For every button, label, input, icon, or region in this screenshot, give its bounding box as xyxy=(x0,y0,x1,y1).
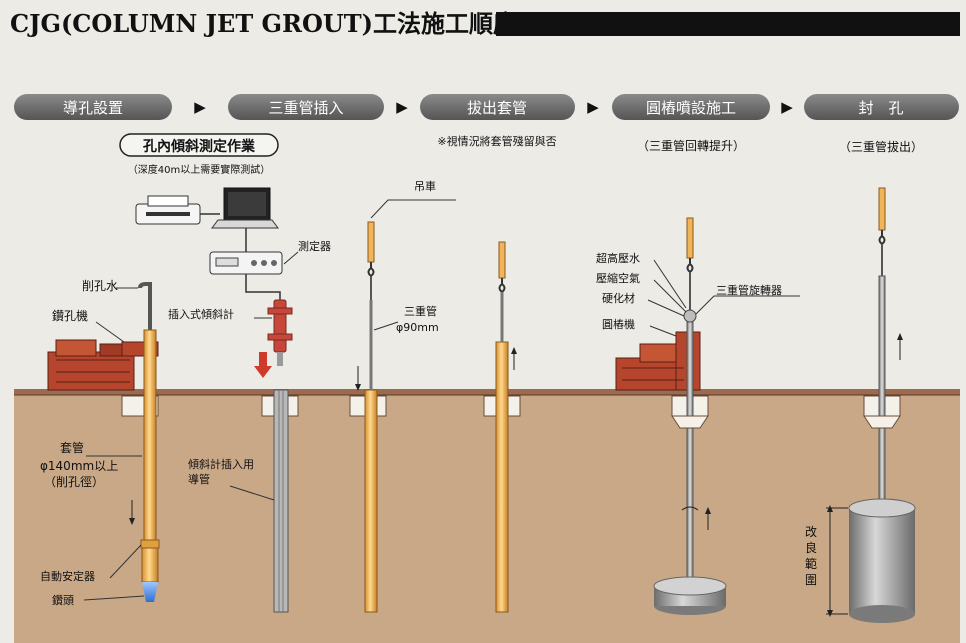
step-label-5: 封 孔 xyxy=(858,99,903,117)
ground-soil xyxy=(14,393,960,643)
guide-pipe xyxy=(273,389,289,613)
casing-pipe-stage3 xyxy=(495,341,509,613)
inclination-subtitle: （深度40m以上需要實際測試） xyxy=(128,163,270,176)
inclination-title-box xyxy=(119,133,279,157)
crane-hook-icon xyxy=(498,278,506,294)
step-pill-1 xyxy=(14,94,172,120)
crane-hook-icon xyxy=(878,230,886,246)
improved-range-char-4: 圍 xyxy=(805,573,817,587)
compressed-air-label: 壓縮空氣 xyxy=(596,271,640,285)
title-bar-decoration xyxy=(496,12,960,36)
crane-hook-icon xyxy=(686,258,694,274)
casing-pipe-stage2 xyxy=(364,389,378,613)
step-label-2: 三重管插入 xyxy=(268,99,343,117)
high-pressure-water-label: 超高壓水 xyxy=(596,251,640,265)
measuring-device-icon xyxy=(209,251,283,275)
rotation-arrow-icon xyxy=(681,506,699,511)
triple-pipe-label: 三重管 xyxy=(404,304,437,318)
hardener-label: 硬化材 xyxy=(602,291,635,305)
ground-surface xyxy=(14,389,960,395)
step-label-4: 圓樁噴設施工 xyxy=(646,99,736,117)
triple-pipe-stage5 xyxy=(878,275,886,503)
improved-range-char-3: 範 xyxy=(805,556,817,571)
drill-bit-label: 鑽頭 xyxy=(52,593,74,607)
guide-pipe-label-1: 傾斜計插入用 xyxy=(188,457,254,471)
triple-pipe-dia-label: φ90mm xyxy=(396,321,439,334)
casing-note-label: （削孔徑） xyxy=(44,475,104,489)
step-arrow-2: ▶ xyxy=(396,98,408,116)
swivel-label: 三重管旋轉器 xyxy=(716,283,782,297)
drilling-machine-icon xyxy=(47,339,159,391)
step4-note: （三重管回轉提升） xyxy=(637,138,745,153)
laptop-icon xyxy=(211,187,279,229)
casing-pipe xyxy=(143,329,157,541)
improved-soil-disc xyxy=(653,576,727,615)
crane-cable-stage3 xyxy=(498,241,506,279)
step-label-1: 導孔設置 xyxy=(63,99,123,117)
step-pill-3 xyxy=(420,94,575,120)
down-arrow-icon xyxy=(254,352,272,378)
improved-range-char-1: 改 xyxy=(805,525,817,539)
improved-range-char-2: 良 xyxy=(805,540,817,555)
step-pill-4 xyxy=(612,94,770,120)
drill-bit-icon xyxy=(142,582,158,602)
step-arrow-3: ▶ xyxy=(587,98,599,116)
casing-label: 套管 xyxy=(60,440,84,455)
crane-cable xyxy=(367,221,375,263)
crane-hook-icon xyxy=(367,262,375,278)
guide-pipe-label-2: 導管 xyxy=(188,472,210,486)
drill-water-label: 削孔水 xyxy=(82,279,118,293)
casing-diameter-label: φ140mm以上 xyxy=(40,459,118,473)
step-label-3: 拔出套管 xyxy=(467,99,527,117)
step5-note: （三重管拔出） xyxy=(839,139,923,154)
pile-machine-label: 圓樁機 xyxy=(602,317,635,331)
drill-water-pipe xyxy=(138,282,152,330)
step-arrow-1: ▶ xyxy=(194,98,206,116)
triple-pipe-stage4 xyxy=(686,321,694,585)
step3-note: ※視情況將套管殘留與否 xyxy=(437,134,556,148)
inclinometer-probe-icon xyxy=(267,299,293,366)
step-arrow-4: ▶ xyxy=(781,98,793,116)
printer-icon xyxy=(135,195,201,225)
spoil-funnel-stage5 xyxy=(863,415,901,429)
crane-label: 吊車 xyxy=(414,179,436,193)
step-pills: 導孔設置 ▶ 三重管插入 ▶ 拔出套管 ▶ 圓樁噴設施工 ▶ 封 孔 xyxy=(14,94,959,120)
step-pill-2 xyxy=(228,94,384,120)
probe-label: 插入式傾斜計 xyxy=(168,307,234,321)
drilling-machine-label: 鑽孔機 xyxy=(52,308,88,323)
measuring-device-label: 測定器 xyxy=(298,239,331,253)
step-pill-5 xyxy=(804,94,959,120)
spoil-funnel xyxy=(671,415,709,429)
improved-soil-column xyxy=(848,498,916,623)
crane-cable-stage4 xyxy=(686,217,694,259)
stabilizer-label: 自動安定器 xyxy=(40,569,95,583)
page-title: CJG(COLUMN JET GROUT)工法施工順序 xyxy=(10,9,517,38)
crane-cable-stage5 xyxy=(878,187,886,231)
inclination-title: 孔內傾斜測定作業 xyxy=(143,138,256,155)
